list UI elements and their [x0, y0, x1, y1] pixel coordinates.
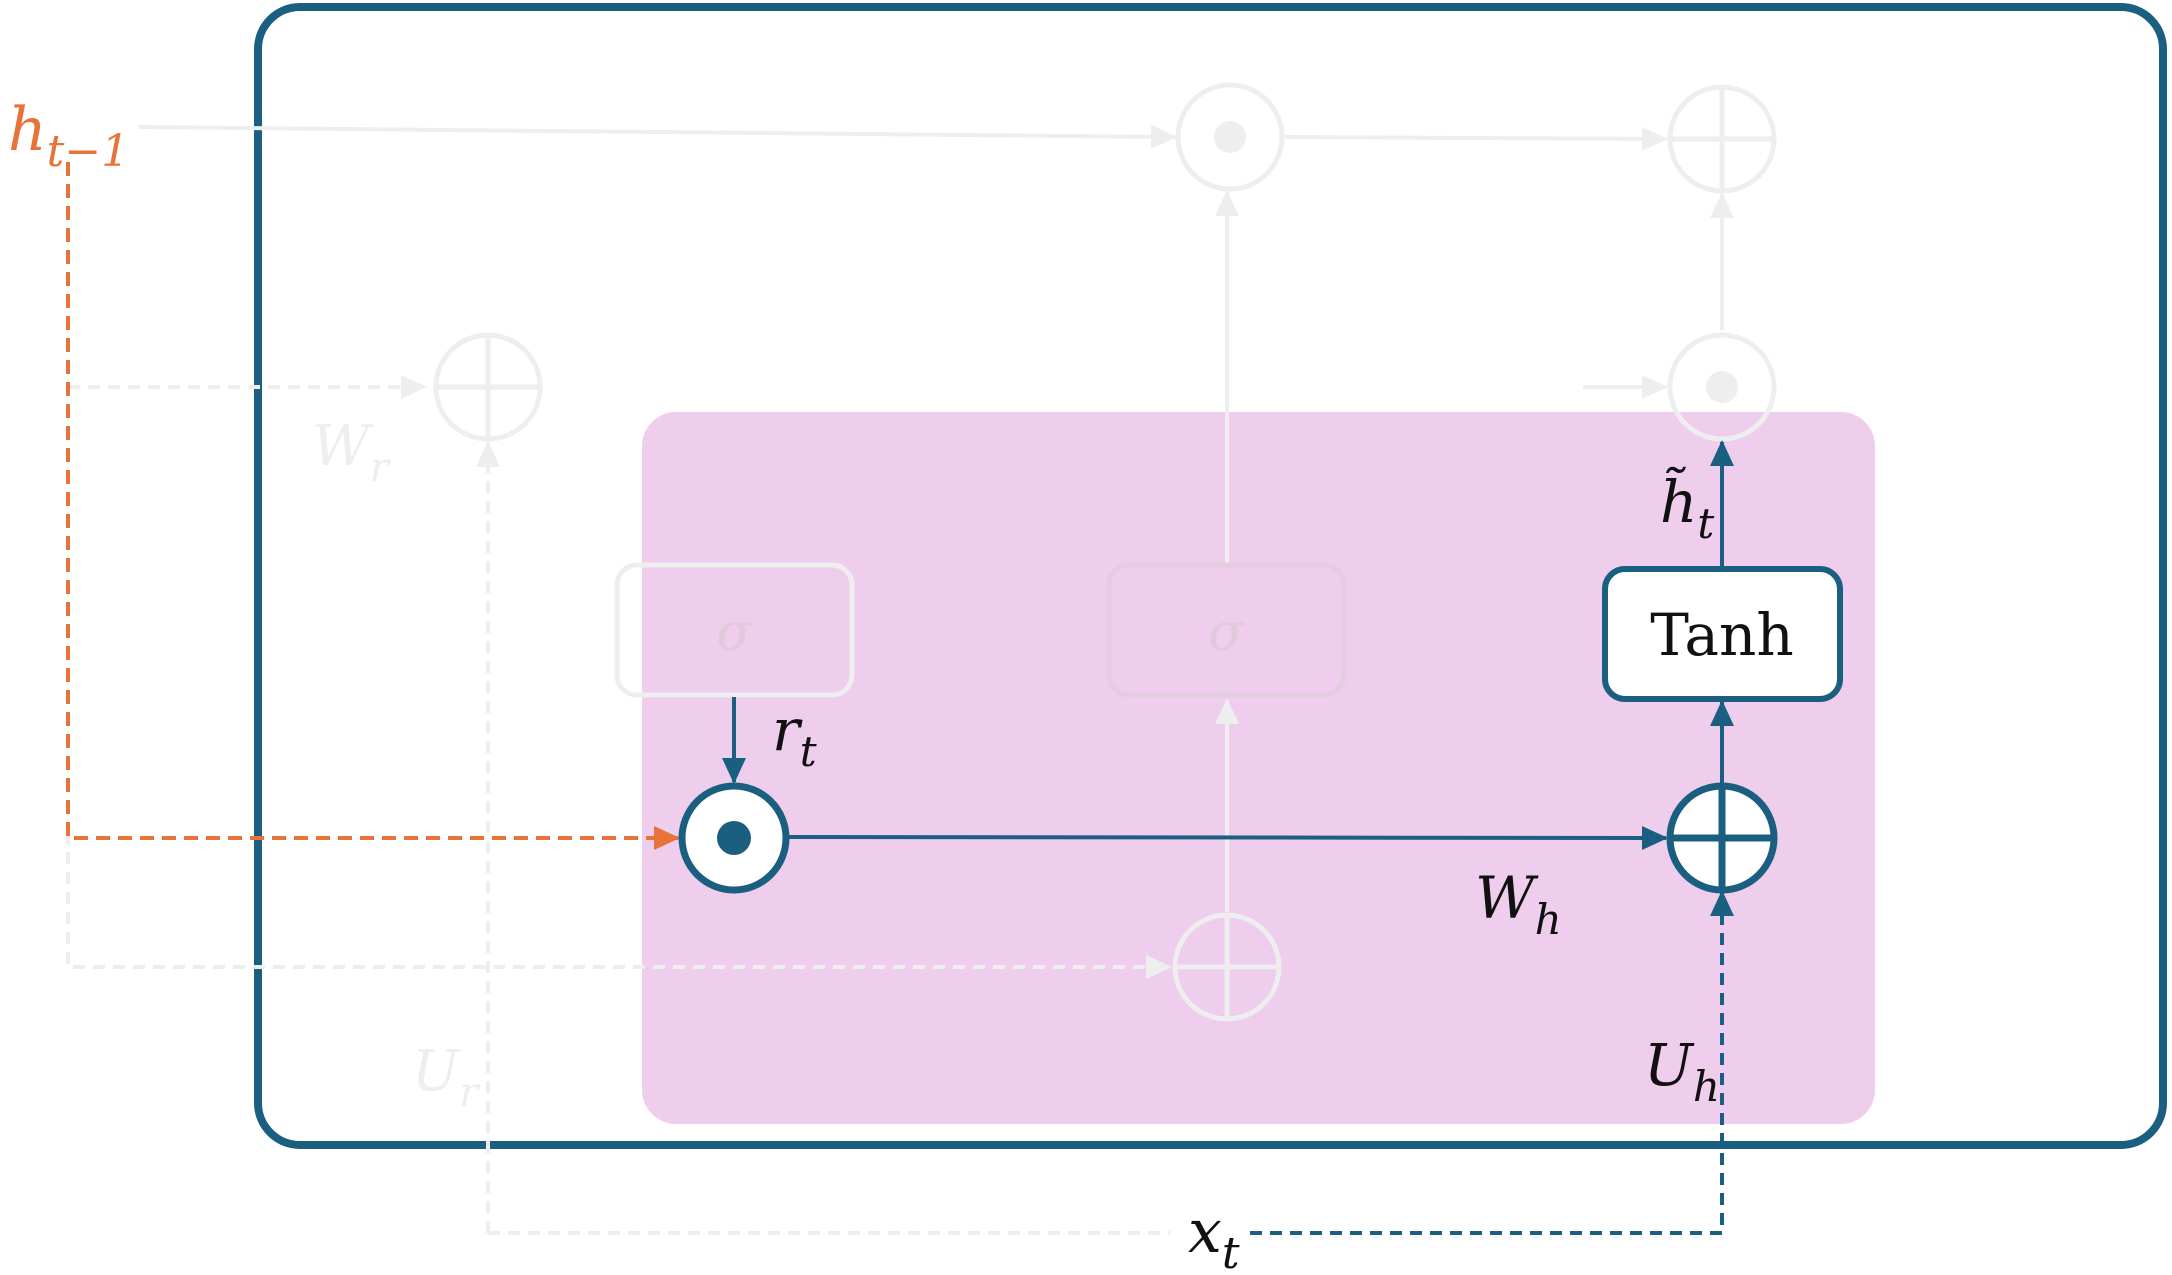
- U-h-label: Uh: [1644, 1031, 1720, 1111]
- W-r-label: Wr: [312, 414, 392, 491]
- cell-frame: [254, 3, 2167, 1149]
- r-t-label: rt: [772, 696, 817, 776]
- faded-top-mult-to-plus: [1284, 126, 1668, 151]
- faded-top-line: [137, 124, 1177, 149]
- tanh-box: Tanh: [1602, 566, 1843, 702]
- faded-top-sum-icon: [1667, 84, 1777, 194]
- update-sigma-box: σ: [1106, 562, 1347, 698]
- W-h-label: Wh: [1475, 864, 1562, 944]
- h-prev-to-reset-multiply-path: [66, 162, 680, 850]
- candidate-highlight-region: [642, 412, 1875, 1124]
- faded-reset-sum-icon: [433, 332, 543, 442]
- h-prev-label: ht−1: [8, 95, 129, 177]
- h-tilde-label: h̃t: [1660, 465, 1714, 548]
- x-t-label: xt: [1188, 1197, 1240, 1275]
- faded-top-hadamard-icon: [1175, 82, 1285, 192]
- faded-dashed-paths: [66, 375, 1172, 1235]
- reset-hadamard-icon: [678, 782, 790, 894]
- reset-sigma-box: σ: [614, 562, 855, 698]
- x-t-to-sum-path: [1250, 890, 1734, 1235]
- update-sigma-label: σ: [1208, 603, 1245, 663]
- reset-sigma-label: σ: [716, 603, 753, 663]
- U-r-label: Ur: [412, 1039, 481, 1116]
- faded-right-hadamard-icon: [1667, 332, 1777, 442]
- tanh-label: Tanh: [1650, 601, 1793, 669]
- faded-paths: [137, 124, 1734, 912]
- reset-multiply-to-sum-path: [787, 825, 1668, 850]
- faded-update-sum-icon: [1172, 912, 1282, 1022]
- faded-h-to-update-plus: [66, 832, 1172, 979]
- candidate-sum-icon: [1666, 782, 1778, 894]
